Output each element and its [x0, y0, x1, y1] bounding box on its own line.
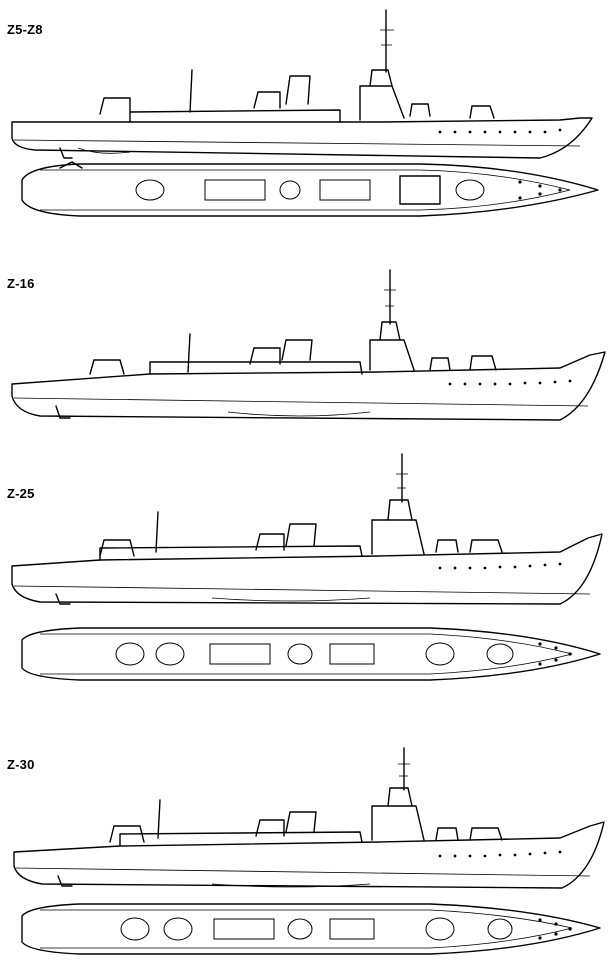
z16-profile	[11, 269, 606, 421]
z5-plan	[21, 161, 599, 217]
label-z30: Z-30	[7, 757, 35, 772]
label-z25: Z-25	[7, 486, 35, 501]
z25-profile	[11, 453, 603, 605]
z30-profile	[13, 747, 605, 889]
z5-profile	[11, 9, 593, 159]
z30-plan	[21, 903, 601, 955]
z25-plan	[21, 627, 601, 681]
label-z5-z8: Z5-Z8	[7, 22, 43, 37]
label-z16: Z-16	[7, 276, 35, 291]
